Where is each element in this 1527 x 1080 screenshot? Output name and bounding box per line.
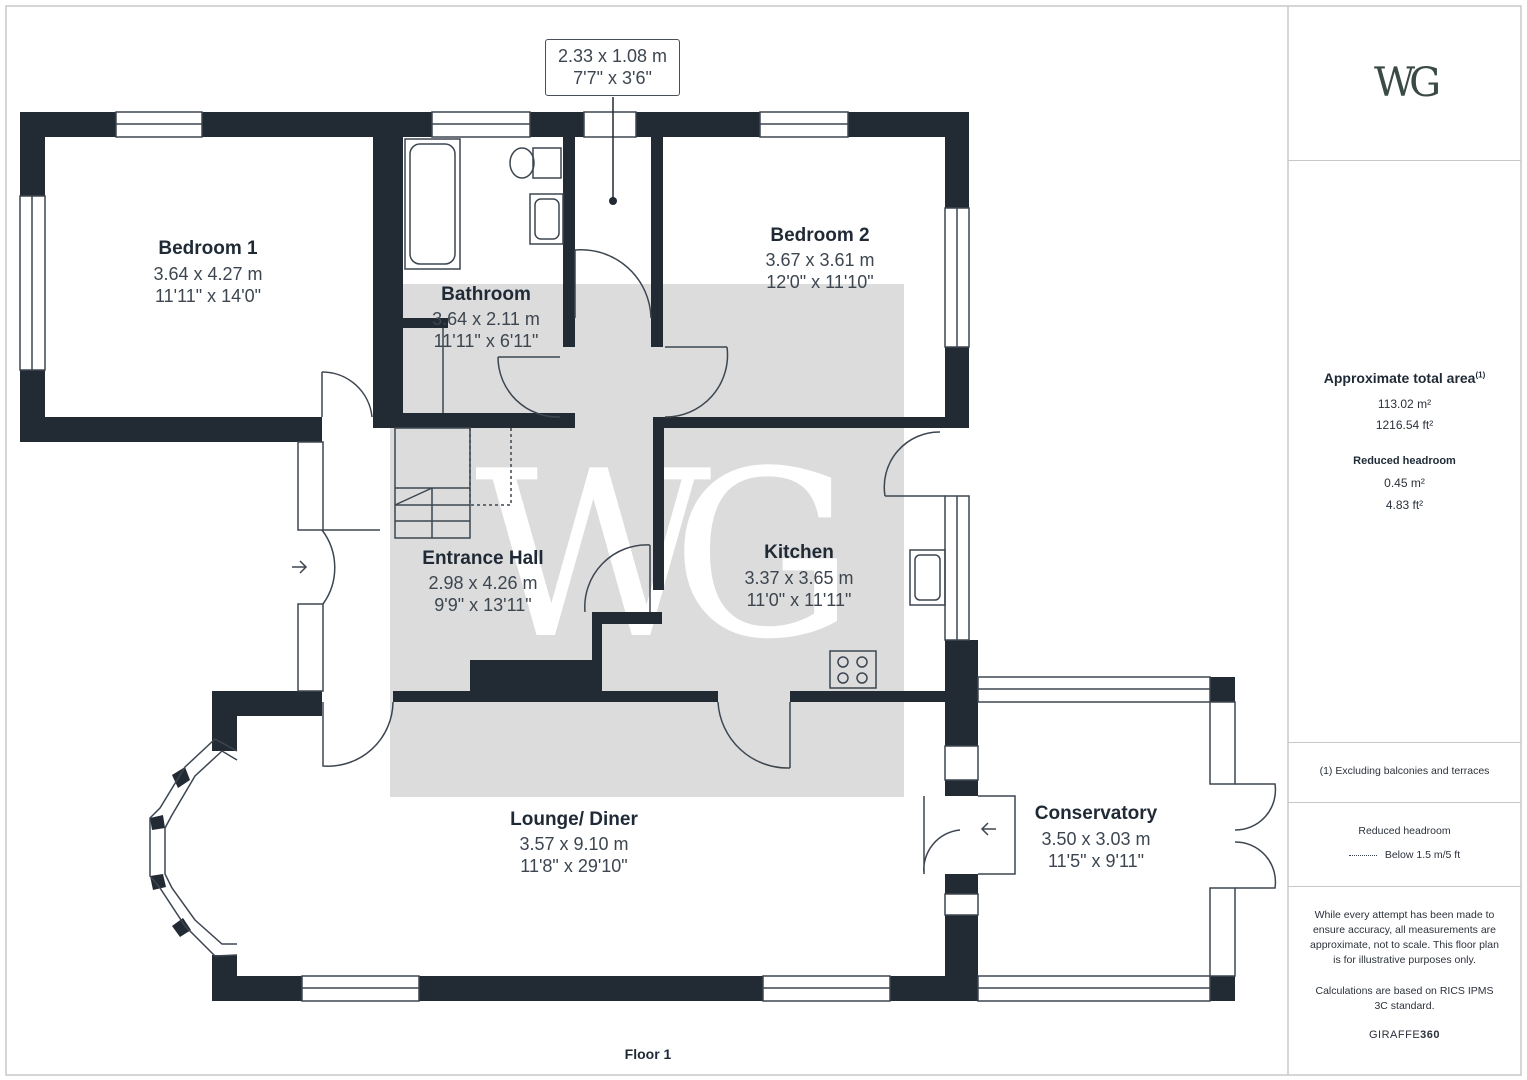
room-imperial: 9'9" x 13'11" <box>434 595 532 615</box>
room-dims-conservatory: 3.50 x 3.03 m 11'5" x 9'11" <box>996 828 1196 872</box>
room-name-conservatory: Conservatory <box>1034 803 1158 824</box>
room-imperial: 11'0" x 11'11" <box>746 590 852 610</box>
dotted-line-icon <box>1348 854 1377 856</box>
watermark-box <box>390 284 904 797</box>
reduced-m2: 0.45 m² <box>1384 476 1425 490</box>
room-dims-bathroom: 3.64 x 2.11 m 11'11" x 6'11" <box>386 308 586 352</box>
sidebar-divider-top <box>1288 160 1521 161</box>
room-imperial: 11'5" x 9'11" <box>1047 851 1145 871</box>
room-dims-bedroom-1: 3.64 x 4.27 m 11'11" x 14'0" <box>108 263 308 307</box>
callout-imperial: 7'7" x 3'6" <box>573 68 652 88</box>
callout-leader-dot <box>609 197 617 205</box>
area-title-text: Approximate total area <box>1323 370 1476 386</box>
closet-dimension-callout: 2.33 x 1.08 m 7'7" x 3'6" <box>545 39 680 96</box>
disclaimer: While every attempt has been made to ens… <box>1310 909 1499 966</box>
brand-number: 360 <box>1420 1029 1441 1041</box>
calc-note: Calculations are based on RICS IPMS 3C s… <box>1315 985 1494 1012</box>
room-dims-kitchen: 3.37 x 3.65 m 11'0" x 11'11" <box>699 567 899 611</box>
giraffe360-logo: GIRAFFE360 <box>1288 1029 1521 1041</box>
sidebar-divider-2 <box>1288 742 1521 743</box>
room-name-bedroom-1: Bedroom 1 <box>158 238 258 259</box>
room-dims-lounge-diner: 3.57 x 9.10 m 11'8" x 29'10" <box>474 833 674 877</box>
watermark-logo: WG <box>475 423 837 690</box>
room-name-lounge-diner: Lounge/ Diner <box>510 809 638 830</box>
room-name-kitchen: Kitchen <box>764 542 834 563</box>
area-title: Approximate total area(1) <box>1288 370 1521 386</box>
legend-title: Reduced headroom <box>1358 825 1451 837</box>
room-imperial: 11'11" x 14'0" <box>154 286 262 306</box>
room-dims-entrance-hall: 2.98 x 4.26 m 9'9" x 13'11" <box>383 572 583 616</box>
info-sidebar: WG Approximate total area(1) 113.02 m² 1… <box>1288 6 1521 1075</box>
area-note-marker: (1) <box>1475 370 1486 380</box>
legend-item: Below 1.5 m/5 ft <box>1288 849 1521 861</box>
legend-item-text: Below 1.5 m/5 ft <box>1384 849 1461 861</box>
callout-metric: 2.33 x 1.08 m <box>557 46 668 66</box>
brand-text: GIRAFFE <box>1368 1029 1421 1041</box>
room-name-entrance-hall: Entrance Hall <box>422 548 544 569</box>
room-metric: 3.57 x 9.10 m <box>519 834 629 854</box>
room-metric: 2.98 x 4.26 m <box>428 573 538 593</box>
room-name-bedroom-2: Bedroom 2 <box>770 225 870 246</box>
area-ft2: 1216.54 ft² <box>1375 418 1434 432</box>
room-metric: 3.64 x 2.11 m <box>432 309 540 329</box>
room-dims-bedroom-2: 3.67 x 3.61 m 12'0" x 11'10" <box>720 249 920 293</box>
area-m2: 113.02 m² <box>1377 397 1432 411</box>
wg-logo: WG <box>1373 60 1441 106</box>
walls <box>20 112 1235 1001</box>
room-imperial: 11'11" x 6'11" <box>433 331 539 351</box>
room-name-bathroom: Bathroom <box>441 284 531 305</box>
room-metric: 3.50 x 3.03 m <box>1041 829 1151 849</box>
reduced-ft2: 4.83 ft² <box>1385 498 1424 512</box>
windows-and-fixtures <box>19 97 1277 1002</box>
sidebar-divider-4 <box>1288 886 1521 887</box>
room-metric: 3.64 x 4.27 m <box>153 264 263 284</box>
sidebar-divider-3 <box>1288 802 1521 803</box>
room-metric: 3.37 x 3.65 m <box>744 568 854 588</box>
floor-label: Floor 1 <box>624 1046 672 1062</box>
reduced-headroom-title: Reduced headroom <box>1353 455 1456 467</box>
room-imperial: 11'8" x 29'10" <box>520 856 628 876</box>
page-frame <box>5 5 1522 1076</box>
room-metric: 3.67 x 3.61 m <box>765 250 875 270</box>
footnote: (1) Excluding balconies and terraces <box>1319 765 1490 777</box>
room-imperial: 12'0" x 11'10" <box>766 272 874 292</box>
